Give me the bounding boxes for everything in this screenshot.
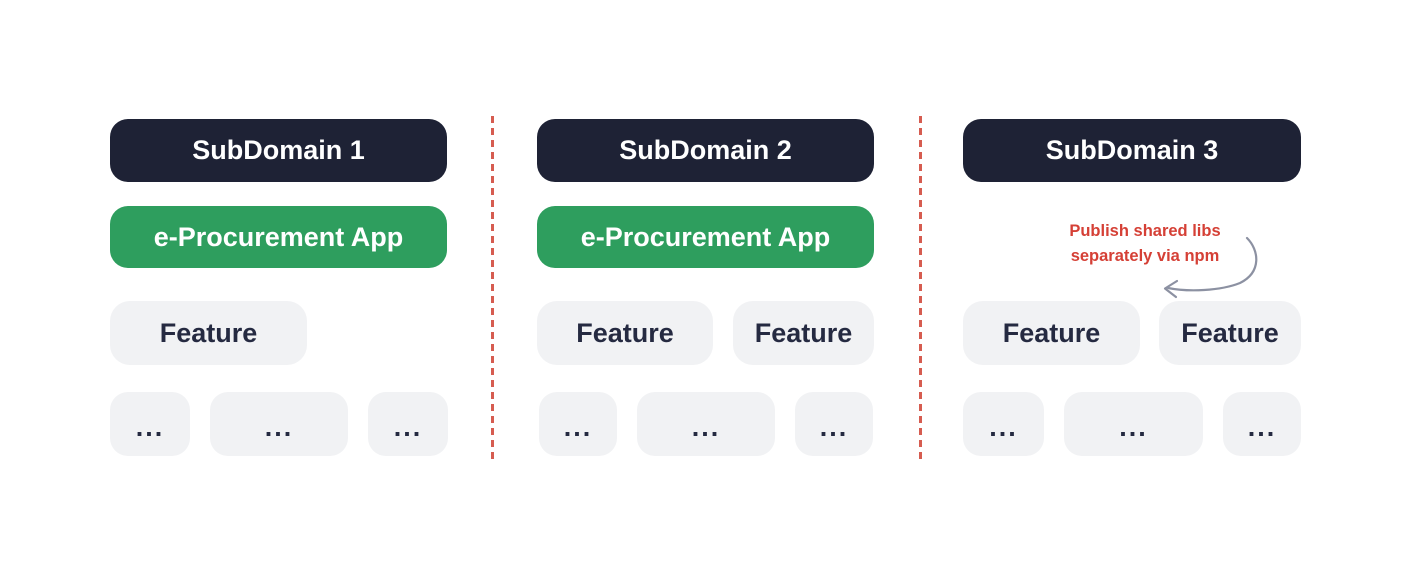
curved-arrow-icon <box>1163 236 1258 299</box>
subdomain-2-app-box: e-Procurement App <box>537 206 874 268</box>
divider-line <box>919 116 922 464</box>
subdomain-3-dots-box: ... <box>1223 392 1301 456</box>
subdomain-1-dots-box: ... <box>110 392 190 456</box>
annotation-line: Publish shared libs <box>1069 222 1221 240</box>
subdomain-3-feature-box: Feature <box>963 301 1140 365</box>
subdomain-3-title-box: SubDomain 3 <box>963 119 1301 182</box>
subdomain-3-dots-box: ... <box>963 392 1044 456</box>
subdomain-2-feature-box: Feature <box>537 301 713 365</box>
subdomain-3-feature-box: Feature <box>1159 301 1301 365</box>
subdomain-3-dots-box: ... <box>1064 392 1203 456</box>
subdomain-1-dots-box: ... <box>210 392 348 456</box>
divider-line <box>491 116 494 464</box>
annotation-text: Publish shared libs separately via npm <box>1052 219 1238 269</box>
subdomain-2-title-box: SubDomain 2 <box>537 119 874 182</box>
subdomain-2-feature-box: Feature <box>733 301 874 365</box>
subdomain-1-app-box: e-Procurement App <box>110 206 447 268</box>
subdomain-2-dots-box: ... <box>539 392 617 456</box>
subdomain-1-title-box: SubDomain 1 <box>110 119 447 182</box>
subdomain-1-dots-box: ... <box>368 392 448 456</box>
subdomain-2-dots-box: ... <box>637 392 775 456</box>
annotation-line: separately via npm <box>1070 247 1220 265</box>
arrowhead <box>1163 279 1179 299</box>
subdomain-1-feature-box: Feature <box>110 301 307 365</box>
subdomain-2-dots-box: ... <box>795 392 873 456</box>
